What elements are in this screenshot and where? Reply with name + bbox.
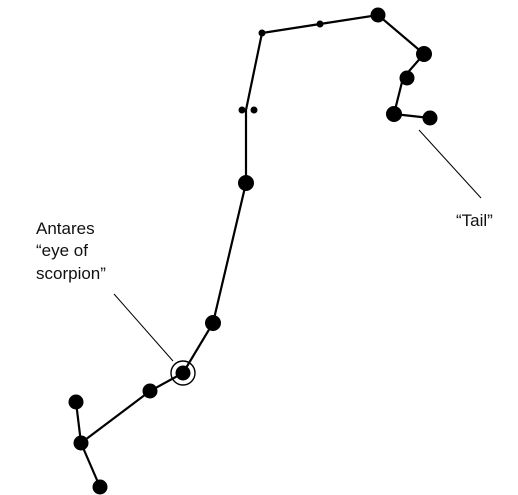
star-tail-hook [386,106,402,122]
star-tail-tip [422,110,438,126]
pointer-lines [113,129,482,362]
star-tail-3 [399,70,415,86]
star-claw-upper [68,394,84,410]
star-top-right [370,7,386,23]
star-antares [175,365,191,381]
antares-label-line3: scorpion” [36,264,106,283]
stars [68,7,438,495]
star-top-middle [316,20,324,28]
tail-pointer-line [418,129,482,199]
star-claw-lower [92,479,108,495]
star-antares-ring [170,360,196,386]
antares-pointer-line [113,293,174,362]
star-claw-joint [73,435,89,451]
antares-label-line2: “eye of [36,241,88,260]
star-lower-body [205,315,221,331]
star-double-left [238,106,246,114]
star-tail-4 [416,46,432,62]
constellation-lines [74,13,432,489]
tail-label: “Tail” [456,211,493,230]
antares-label-line1: Antares [36,219,95,238]
star-mid-body [238,175,254,191]
star-claw-base [142,383,158,399]
star-double-right [250,106,258,114]
star-top-left [258,29,266,37]
tail-hook-line [79,13,432,489]
